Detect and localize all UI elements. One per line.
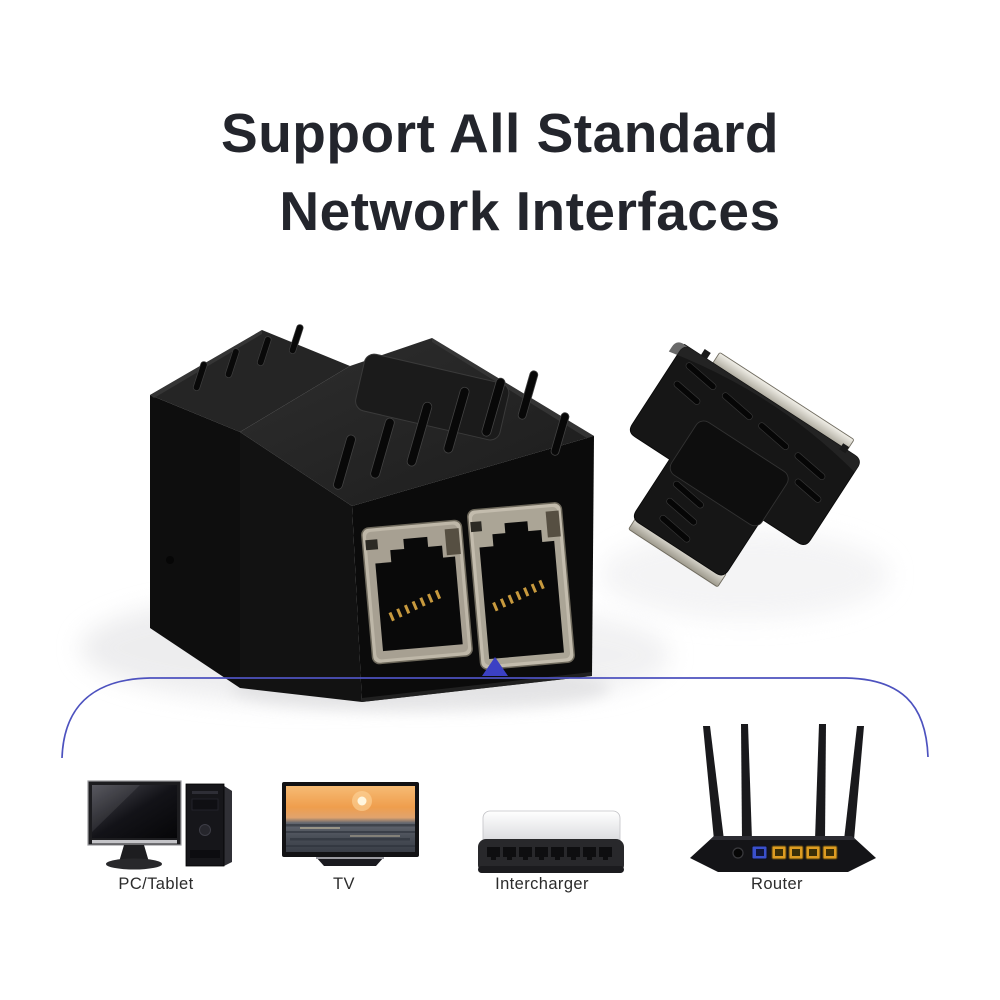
rj45-splitter-front-photo — [150, 324, 594, 702]
network-switch-icon — [478, 810, 624, 873]
title-line-2: Network Interfaces — [279, 180, 781, 242]
device-label-pc-tablet: PC/Tablet — [118, 875, 194, 893]
device-label-router: Router — [751, 875, 803, 893]
desktop-pc-icon — [87, 780, 232, 870]
up-triangle-icon — [482, 657, 508, 676]
device-label-intercharger: Intercharger — [495, 875, 589, 893]
page-title: Support All Standard Network Interfaces — [0, 94, 1000, 250]
bracket-curve-line — [61, 677, 929, 759]
device-label-tv: TV — [333, 875, 355, 893]
rj45-port-right — [467, 502, 575, 670]
title-line-1: Support All Standard — [221, 102, 779, 164]
tv-icon — [282, 782, 419, 866]
rj45-port-left — [361, 519, 473, 665]
wifi-router-icon — [690, 724, 876, 872]
support-bracket — [61, 657, 929, 759]
rj45-splitter-back-photo — [628, 342, 860, 587]
